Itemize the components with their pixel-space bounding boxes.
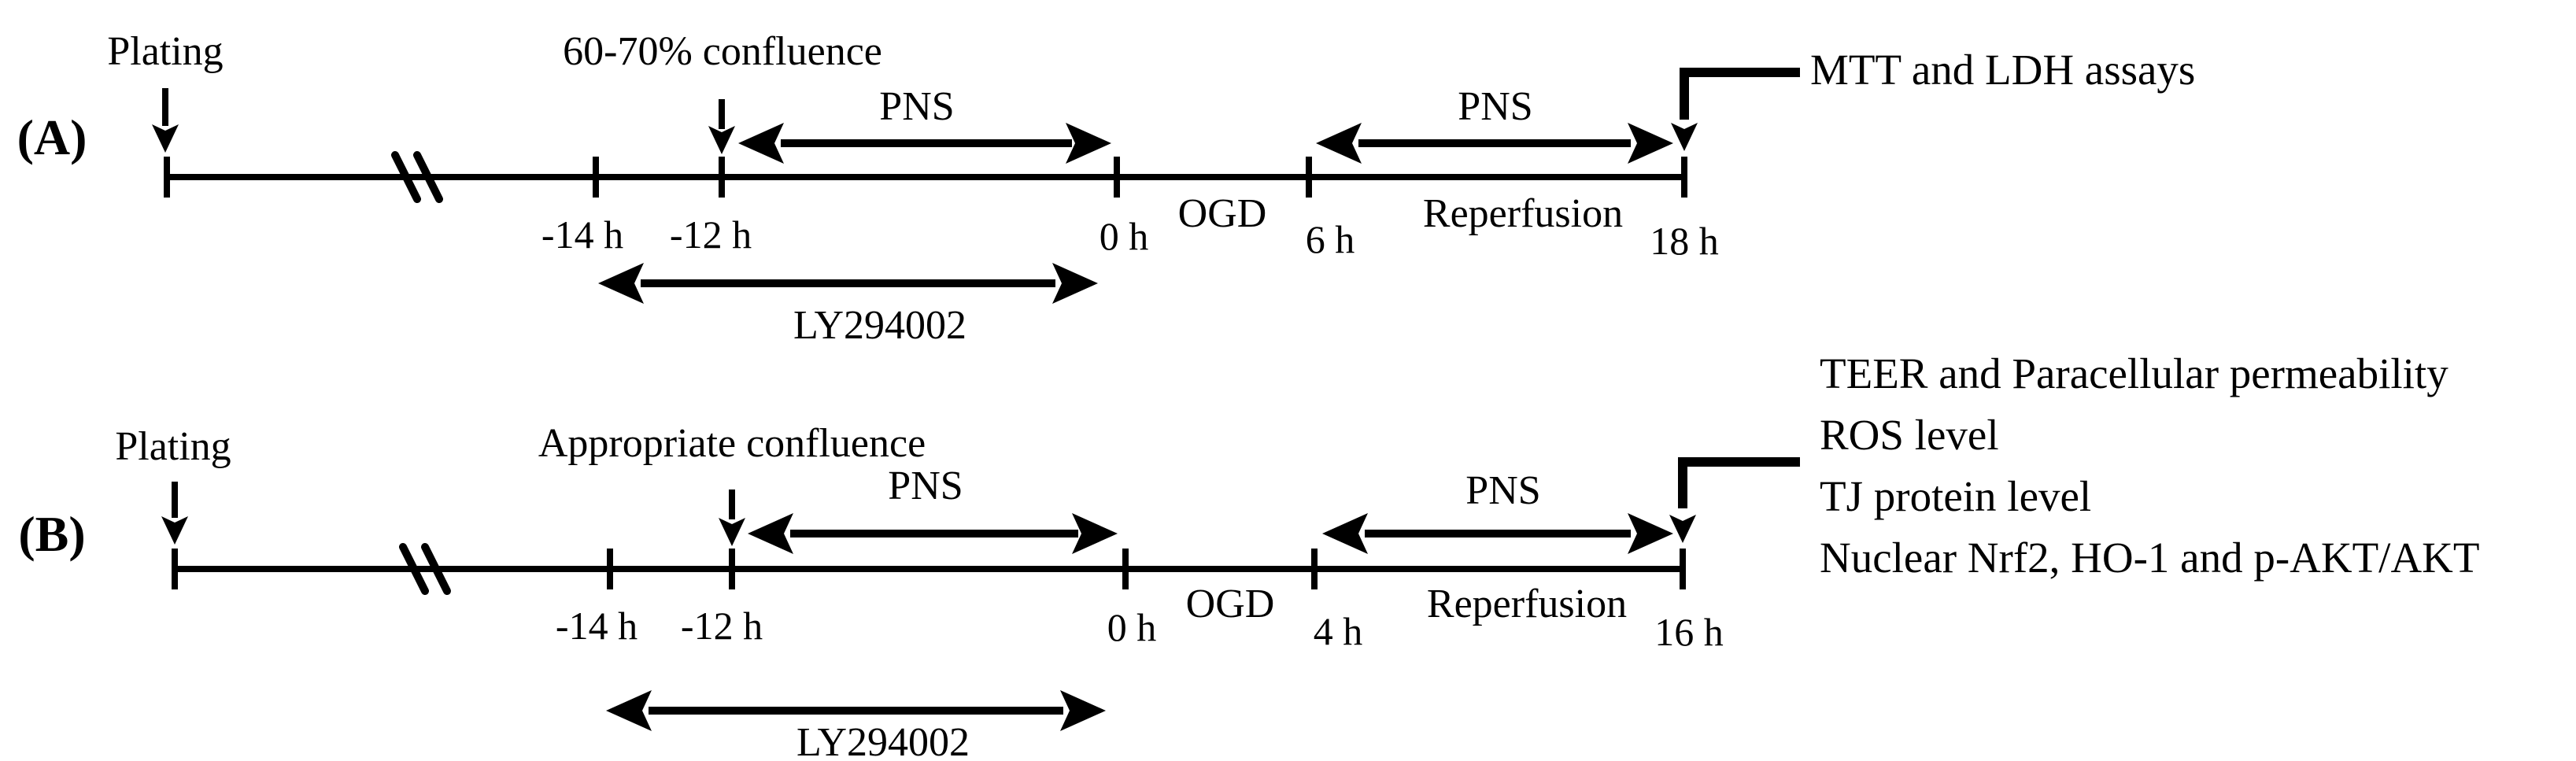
tick-label: 0 h (1107, 605, 1157, 649)
pns-arrow (1316, 123, 1673, 164)
tick-label: 16 h (1654, 610, 1724, 654)
plating-label: Plating (115, 424, 231, 469)
plating-label: Plating (107, 29, 223, 74)
assay-label: Nuclear Nrf2, HO-1 and p-AKT/AKT (1820, 534, 2479, 582)
axis-break (391, 151, 443, 203)
assay-label: TEER and Paracellular permeability (1820, 349, 2448, 397)
pns-label: PNS (879, 84, 954, 129)
ly294002-arrow (598, 263, 1098, 304)
reperfusion-label: Reperfusion (1423, 191, 1623, 236)
tick-label: -12 h (670, 212, 752, 257)
tick-label: -14 h (556, 604, 638, 648)
pns-label: PNS (1465, 468, 1540, 513)
pns-arrow (1322, 513, 1673, 554)
panel-b-label: (B) (18, 506, 85, 562)
assay-label: TJ protein level (1820, 472, 2091, 520)
pns-label: PNS (1458, 84, 1532, 129)
assay-connector-arrow (1671, 68, 1800, 151)
assay-label: MTT and LDH assays (1810, 46, 2195, 94)
axis-break (399, 543, 451, 595)
tick-label: 6 h (1306, 217, 1355, 261)
pns-arrow (748, 513, 1118, 554)
reperfusion-label: Reperfusion (1427, 582, 1627, 626)
tick-label: 0 h (1100, 214, 1149, 258)
pns-arrow (738, 123, 1111, 164)
confluence-down-arrow (708, 99, 735, 154)
ly294002-arrow (606, 690, 1106, 731)
panel-a: (A) Plating 60-70% confluence PNS PNS (17, 29, 2196, 348)
assay-connector-arrow (1669, 457, 1800, 543)
assay-label: ROS level (1820, 411, 1999, 459)
pns-label: PNS (888, 464, 963, 508)
plating-down-arrow (152, 88, 179, 153)
ly294002-label: LY294002 (793, 303, 966, 348)
ogd-label: OGD (1186, 582, 1275, 626)
ogd-label: OGD (1178, 191, 1267, 236)
confluence-label: 60-70% confluence (563, 29, 882, 74)
panel-a-label: (A) (17, 109, 87, 165)
panel-b: (B) Plating Appropriate confluence PNS P… (18, 349, 2479, 761)
ly294002-label: LY294002 (796, 720, 970, 761)
tick-label: -12 h (681, 604, 763, 648)
tick-label: 4 h (1314, 609, 1363, 653)
confluence-label: Appropriate confluence (538, 421, 926, 466)
plating-down-arrow (161, 482, 188, 545)
tick-label: 18 h (1650, 219, 1719, 263)
tick-label: -14 h (541, 212, 623, 257)
confluence-down-arrow (719, 489, 745, 546)
